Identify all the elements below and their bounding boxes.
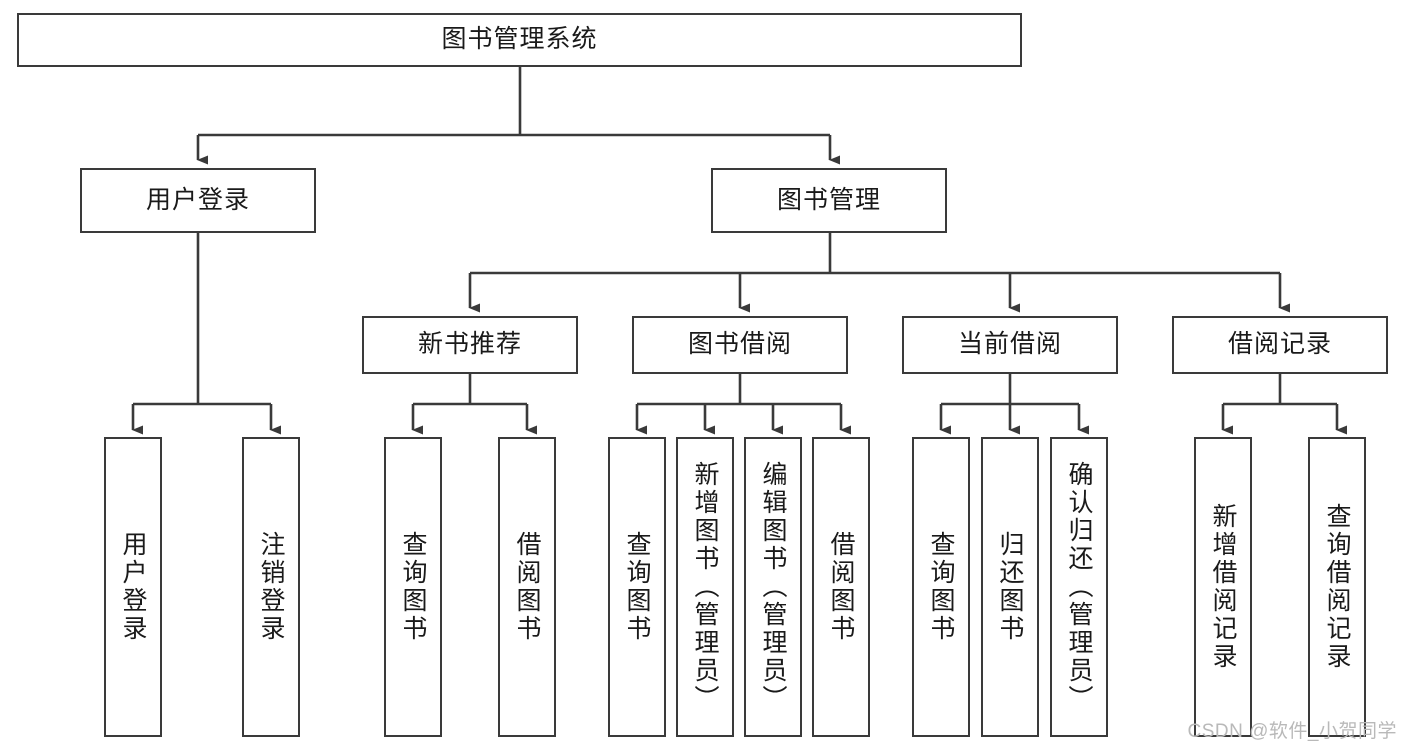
node-current-borrow[interactable]: 当前借阅 [902, 316, 1118, 374]
node-root[interactable]: 图书管理系统 [17, 13, 1022, 67]
node-leaf-borrow-book-1-label: 借阅图书 [513, 531, 541, 643]
node-root-label: 图书管理系统 [441, 25, 598, 54]
node-book-manage[interactable]: 图书管理 [711, 168, 947, 233]
node-borrow-record-label: 借阅记录 [1227, 330, 1332, 359]
node-leaf-query-book-3-label: 查询图书 [927, 531, 955, 643]
node-leaf-query-record-label: 查询借阅记录 [1323, 503, 1351, 671]
node-book-manage-label: 图书管理 [776, 185, 881, 214]
node-book-borrow[interactable]: 图书借阅 [632, 316, 848, 374]
node-leaf-edit-book-label: 编辑图书（管理员） [759, 461, 787, 713]
node-leaf-query-book-3[interactable]: 查询图书 [912, 437, 970, 737]
node-user-login-label: 用户登录 [145, 185, 250, 214]
node-book-borrow-label: 图书借阅 [687, 330, 792, 359]
node-leaf-add-book-label: 新增图书（管理员） [691, 461, 719, 713]
node-leaf-borrow-book-1[interactable]: 借阅图书 [498, 437, 556, 737]
node-leaf-edit-book[interactable]: 编辑图书（管理员） [744, 437, 802, 737]
node-leaf-query-book-2-label: 查询图书 [623, 531, 651, 643]
node-new-book-rec[interactable]: 新书推荐 [362, 316, 578, 374]
node-leaf-query-book-1[interactable]: 查询图书 [384, 437, 442, 737]
node-leaf-add-record-label: 新增借阅记录 [1209, 503, 1237, 671]
node-leaf-logout-label: 注销登录 [257, 531, 285, 643]
node-leaf-borrow-book-2-label: 借阅图书 [827, 531, 855, 643]
node-current-borrow-label: 当前借阅 [957, 330, 1062, 359]
node-leaf-return-book-label: 归还图书 [996, 531, 1024, 643]
node-new-book-rec-label: 新书推荐 [417, 330, 522, 359]
node-borrow-record[interactable]: 借阅记录 [1172, 316, 1388, 374]
node-leaf-confirm-return-label: 确认归还（管理员） [1065, 461, 1093, 713]
node-leaf-user-login[interactable]: 用户登录 [104, 437, 162, 737]
node-leaf-borrow-book-2[interactable]: 借阅图书 [812, 437, 870, 737]
node-leaf-query-book-1-label: 查询图书 [399, 531, 427, 643]
node-leaf-confirm-return[interactable]: 确认归还（管理员） [1050, 437, 1108, 737]
node-leaf-query-record[interactable]: 查询借阅记录 [1308, 437, 1366, 737]
node-leaf-add-book[interactable]: 新增图书（管理员） [676, 437, 734, 737]
node-leaf-logout[interactable]: 注销登录 [242, 437, 300, 737]
node-user-login[interactable]: 用户登录 [80, 168, 316, 233]
node-leaf-query-book-2[interactable]: 查询图书 [608, 437, 666, 737]
node-leaf-return-book[interactable]: 归还图书 [981, 437, 1039, 737]
node-leaf-user-login-label: 用户登录 [119, 531, 147, 643]
node-leaf-add-record[interactable]: 新增借阅记录 [1194, 437, 1252, 737]
